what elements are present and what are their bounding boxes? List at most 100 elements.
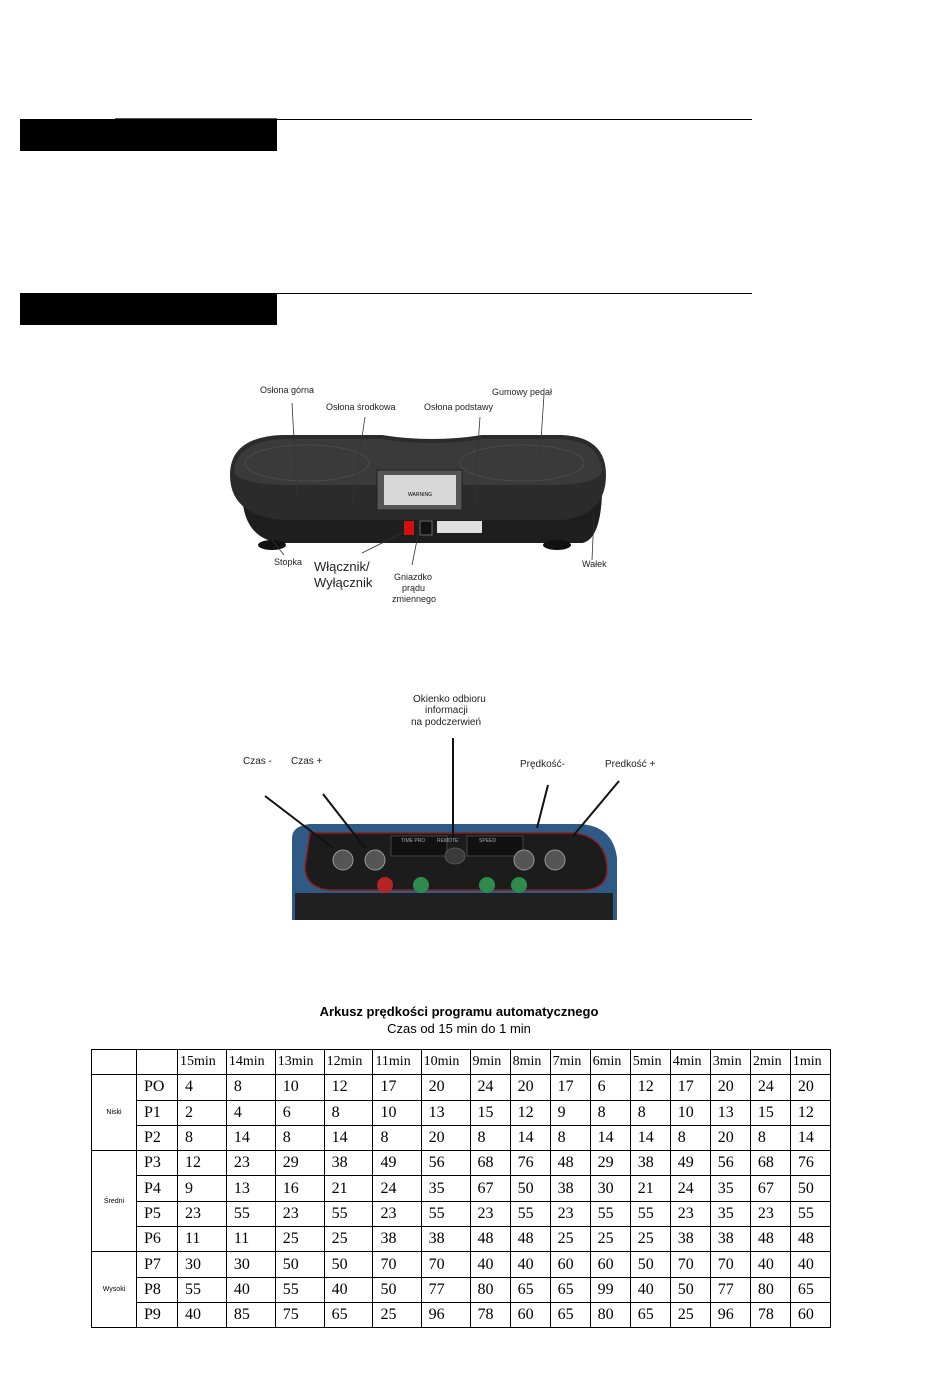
ac-socket [419,520,433,536]
speed-cell: 38 [549,1175,591,1202]
label-czas-minus: Czas - [243,756,272,767]
group-label: Niski [91,1074,137,1152]
speed-cell: 40 [789,1251,832,1278]
speed-cell: 77 [709,1276,751,1303]
speed-cell: 8 [469,1124,511,1152]
speed-cell: 70 [709,1251,751,1278]
speed-cell: 10 [274,1074,325,1101]
speed-cell: 80 [469,1276,511,1303]
label-predkosc-minus: Prędkość- [520,759,566,770]
label-time-pro: TIME PRO [401,838,426,844]
table-title-block: Arkusz prędkości programu automatycznego… [85,1003,833,1037]
speed-plus-button[interactable] [544,849,566,871]
speed-cell: 14 [789,1124,832,1152]
speed-cell: 38 [420,1226,471,1253]
speed-cell: 17 [372,1074,422,1101]
speed-cell: 8 [177,1124,227,1152]
speed-cell: 80 [749,1276,791,1303]
speed-cell: 76 [789,1150,832,1177]
speed-cell: 40 [225,1276,276,1303]
speed-cell: 80 [589,1301,631,1329]
time-plus-button[interactable] [364,849,386,871]
power-switch[interactable] [404,521,414,535]
speed-cell: 96 [709,1301,751,1329]
label-oslona-srodkowa: Osłona środkowa [326,402,396,412]
speed-cell: 55 [589,1200,631,1228]
speed-cell: 65 [789,1276,832,1303]
section-header-bar-1 [20,119,277,151]
speed-cell: 77 [420,1276,471,1303]
speed-cell: 40 [323,1276,374,1303]
section-rule-1 [277,119,752,120]
speed-cell: 23 [274,1200,325,1228]
speed-cell: 14 [589,1124,631,1152]
speed-cell: 35 [709,1200,751,1228]
speed-cell: 25 [589,1226,631,1253]
green-button-2[interactable] [479,877,495,893]
speed-cell: 35 [420,1175,471,1202]
speed-cell: 21 [629,1175,671,1202]
speed-cell: 25 [549,1226,591,1253]
speed-cell: 65 [549,1301,591,1329]
speed-cell: 6 [274,1099,325,1126]
label-gniazdko-3: zmiennego [392,594,437,604]
col-header: 9min [469,1048,511,1076]
speed-cell: 25 [323,1226,374,1253]
speed-cell: 4 [225,1099,276,1126]
green-button-3[interactable] [511,877,527,893]
table-header-row: 15min 14min 13min 12min 11min 10min 9min… [91,1048,832,1076]
speed-cell: 50 [323,1251,374,1278]
speed-cell: 17 [669,1074,711,1101]
label-oslona-podstawy: Osłona podstawy [424,402,494,412]
speed-cell: 56 [709,1150,751,1177]
speed-cell: 40 [509,1251,551,1278]
speed-cell: 48 [469,1226,511,1253]
program-label: P5 [136,1200,178,1228]
label-stopka: Stopka [274,557,303,567]
section-rule-2 [277,293,752,294]
speed-cell: 8 [669,1124,711,1152]
speed-cell: 12 [629,1074,671,1101]
speed-cell: 24 [372,1175,422,1202]
header-empty-prog [136,1048,178,1076]
speed-cell: 11 [225,1226,276,1253]
speed-cell: 60 [549,1251,591,1278]
col-header: 10min [420,1048,471,1076]
speed-cell: 8 [629,1099,671,1126]
speed-cell: 13 [709,1099,751,1126]
red-button[interactable] [377,877,393,893]
label-gumowy-pedal: Gumowy pedał [492,387,553,397]
speed-cell: 15 [469,1099,511,1126]
speed-cell: 75 [274,1301,325,1329]
label-oslona-gorna: Osłona górna [260,385,315,395]
col-header: 11min [372,1048,422,1076]
label-okienko-1: Okienko odbioru [413,694,486,705]
speed-cell: 21 [323,1175,374,1202]
speed-cell: 8 [225,1074,276,1101]
speed-cell: 65 [629,1301,671,1329]
col-header: 1min [789,1048,832,1076]
speed-cell: 20 [709,1124,751,1152]
label-okienko-3: na podczerwień [411,717,482,728]
col-header: 4min [669,1048,711,1076]
program-label: P6 [136,1226,178,1253]
label-okienko-2: informacji [425,705,468,716]
speed-cell: 8 [323,1099,374,1126]
speed-cell: 30 [177,1251,227,1278]
speed-cell: 38 [709,1226,751,1253]
rating-sticker [437,521,482,533]
warning-label-text: WARNING [408,492,432,498]
green-button-1[interactable] [413,877,429,893]
speed-cell: 70 [372,1251,422,1278]
program-label: P9 [136,1301,178,1329]
speed-cell: 20 [420,1074,471,1101]
speed-cell: 23 [669,1200,711,1228]
speed-cell: 40 [629,1276,671,1303]
header-empty-group [91,1048,137,1076]
speed-cell: 14 [323,1124,374,1152]
speed-minus-button[interactable] [513,849,535,871]
speed-cell: 50 [629,1251,671,1278]
col-header: 7min [549,1048,591,1076]
time-minus-button[interactable] [332,849,354,871]
